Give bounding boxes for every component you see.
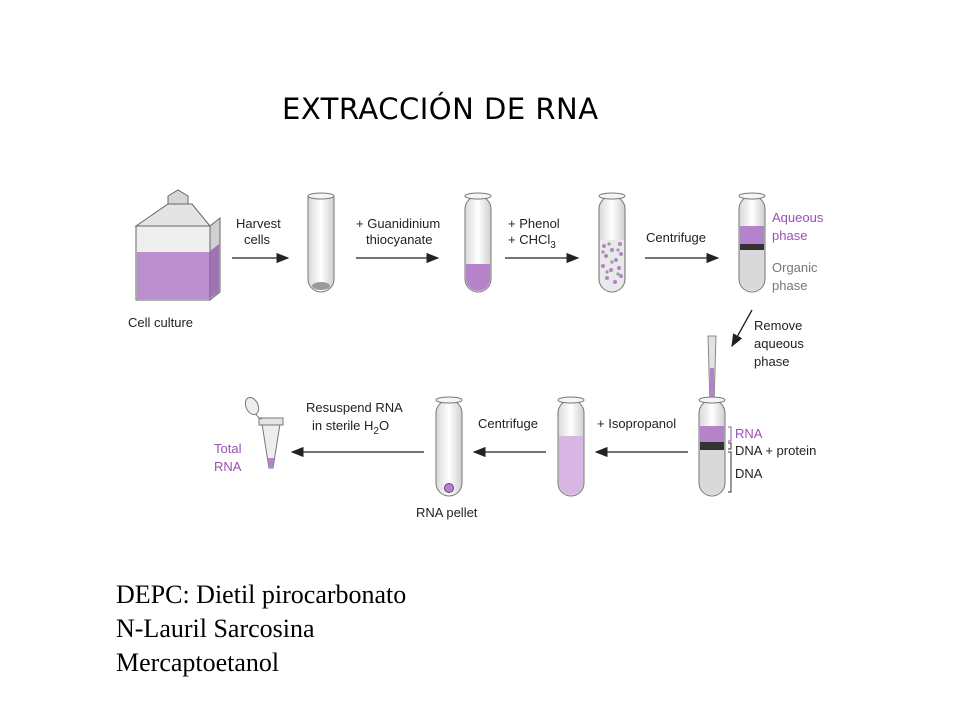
step-harvest-label-1: Harvest	[236, 216, 281, 231]
note-lauril: N-Lauril Sarcosina	[116, 614, 315, 643]
layer-dna-label: DNA	[735, 466, 763, 481]
aqueous-phase-label-2: phase	[772, 228, 807, 243]
bracket-dna-protein	[728, 442, 732, 450]
rna-pellet-label: RNA pellet	[416, 505, 478, 520]
step-harvest-label-2: cells	[244, 232, 271, 247]
remove-label-2: aqueous	[754, 336, 804, 351]
arrow-remove	[731, 309, 753, 348]
step-guanidinium-label-1: + Guanidinium	[356, 216, 440, 231]
total-rna-label-1: Total	[214, 441, 242, 456]
note-mercapto: Mercaptoetanol	[116, 648, 280, 677]
cell-culture-label: Cell culture	[128, 315, 193, 330]
tube-lysate-icon	[464, 192, 492, 293]
tube-phases-icon	[738, 192, 766, 293]
remove-label-3: phase	[754, 354, 789, 369]
step-phenol-label-1: + Phenol	[508, 216, 560, 231]
layer-dna-protein-label: DNA + protein	[735, 443, 816, 458]
bracket-dna	[728, 451, 732, 493]
step-guanidinium-label-2: thiocyanate	[366, 232, 433, 247]
step-phenol-label-2: + CHCl3	[508, 232, 556, 251]
tube-layers-icon	[698, 396, 726, 497]
organic-phase-label-2: phase	[772, 278, 807, 293]
note-depc: DEPC: Dietil pirocarbonato	[116, 580, 407, 609]
organic-phase-label-1: Organic	[772, 260, 818, 275]
rna-extraction-diagram: Cell culture Harvest cells + Guanidinium…	[128, 189, 824, 520]
tube-phenol-icon	[598, 192, 626, 293]
bracket-rna	[728, 426, 732, 442]
microtube-icon	[244, 396, 284, 469]
step-resuspend-label-1: Resuspend RNA	[306, 400, 403, 415]
step-centrifuge-label: Centrifuge	[646, 230, 706, 245]
step-isopropanol-label: + Isopropanol	[597, 416, 676, 431]
tube-empty-icon	[307, 192, 335, 293]
page-title: EXTRACCIÓN DE RNA	[282, 92, 599, 126]
aqueous-phase-label-1: Aqueous	[772, 210, 824, 225]
tube-isopropanol-icon	[557, 396, 585, 497]
step-resuspend-label-2: in sterile H2O	[312, 418, 389, 437]
step-centrifuge-2-label: Centrifuge	[478, 416, 538, 431]
pipette-icon	[707, 335, 717, 405]
total-rna-label-2: RNA	[214, 459, 242, 474]
cell-culture-flask-icon	[134, 189, 221, 302]
reagent-notes: DEPC: Dietil pirocarbonato N-Lauril Sarc…	[116, 578, 406, 680]
layer-rna-label: RNA	[735, 426, 763, 441]
tube-pellet-icon	[435, 396, 463, 497]
remove-label-1: Remove	[754, 318, 802, 333]
